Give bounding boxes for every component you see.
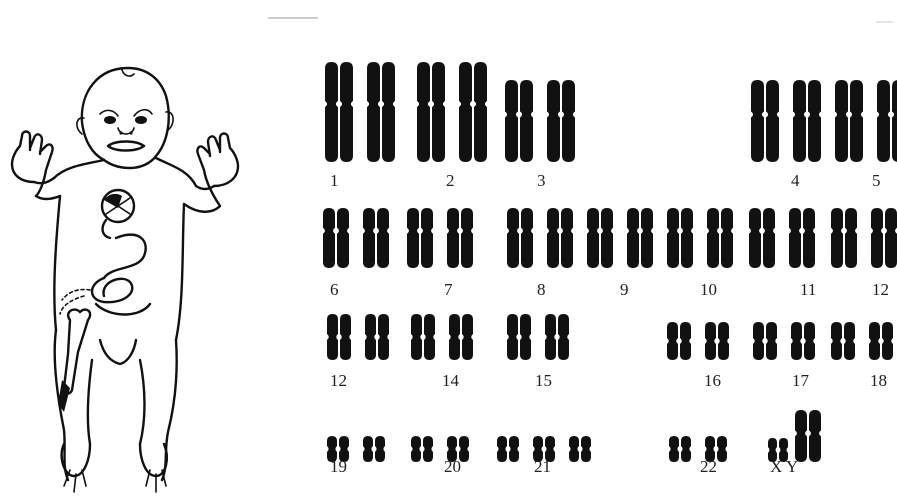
chromosome [871,208,897,268]
chromosome-label: 19 [330,457,347,476]
chromosome-label: 7 [444,280,453,299]
chromosome [497,436,519,462]
chromosome-group-3: 3 [505,80,575,190]
chromosome [547,80,575,162]
chromosome-label: 5 [872,171,881,190]
chromosome-label: 8 [537,280,546,299]
chromosome [831,208,857,268]
chromosome [447,208,473,268]
chromosome-label: 2 [446,171,455,190]
chromosome [789,208,815,268]
chromosome [365,314,389,360]
chromosome [449,314,473,360]
chromosome-group-12: 12 [327,314,389,390]
chromosome [407,208,433,268]
chromosome-label: 10 [700,280,717,299]
chromosome [877,80,897,162]
infant-body [12,68,238,492]
chromosome [507,208,533,268]
chromosome [751,80,779,162]
chromosome [869,322,893,360]
chromosome-group-12: 12 [831,208,897,299]
chromosome-group-11: 11 [749,208,816,299]
chromosome-group-20: 20 [411,436,469,476]
chromosome-group-7: 7 [407,208,473,299]
chromosome-group-22: 22 [669,436,727,476]
chromosome [667,208,693,268]
chromosome-group-21: 21 [497,436,591,476]
chromosome [753,322,777,360]
chromosome [363,208,389,268]
chromosome [367,62,395,162]
chromosome-label: 9 [620,280,629,299]
chromosome-group-1: 1 [325,62,395,190]
chromosome-label: 18 [870,371,887,390]
chromosome [791,322,815,360]
chromosome [831,322,855,360]
chromosome-label: 12 [872,280,889,299]
chromosome-label: 16 [704,371,721,390]
chromosome-group-18: 18 [831,322,893,390]
chromosome [587,208,613,268]
chromosome [569,436,591,462]
chromosome [547,208,573,268]
chromosome [325,62,353,162]
chromosome-group-x-y: X Y [768,410,821,476]
chromosome-group-5: 5 [835,80,897,190]
chromosome-group-6: 6 [323,208,389,299]
chromosome-group-14: 14 [411,314,473,390]
chromosome-group-16: 16 [667,322,729,390]
chromosome [627,208,653,268]
chromosome-label: 20 [444,457,461,476]
chromosome-label: 11 [800,280,816,299]
chromosome-group-9: 9 [587,208,653,299]
chromosome [323,208,349,268]
chromosome-group-17: 17 [753,322,815,390]
chromosome [835,80,863,162]
chromosome-label: 22 [700,457,717,476]
chromosome-group-2: 2 [417,62,487,190]
chromosome-label: 4 [791,171,800,190]
chromosome-label: X Y [770,457,798,476]
chromosome [705,322,729,360]
chromosome-group-10: 10 [667,208,733,299]
chromosome-label: 15 [535,371,552,390]
chromosome-group-15: 15 [507,314,569,390]
chromosome [545,314,569,360]
chromosome [411,314,435,360]
chromosome-group-4: 4 [751,80,821,190]
chromosome [363,436,385,462]
chromosome-label: 3 [537,171,546,190]
chromosome [793,80,821,162]
chromosome-label: 6 [330,280,339,299]
chromosome [411,436,433,462]
chromosome [707,208,733,268]
chromosome-label: 1 [330,171,339,190]
chromosome-label: 21 [534,457,551,476]
chromosome [459,62,487,162]
chromosome [327,314,351,360]
chromosome [667,322,691,360]
chromosome-group-8: 8 [507,208,573,299]
chromosome [507,314,531,360]
chromosome-y [795,410,821,462]
chromosome [505,80,533,162]
chromosome-label: 12 [330,371,347,390]
chromosome [669,436,691,462]
chromosome-label: 17 [792,371,810,390]
chromosome-group-19: 19 [327,436,385,476]
chromosome [417,62,445,162]
chromosome-label: 14 [442,371,460,390]
chromosome [749,208,775,268]
